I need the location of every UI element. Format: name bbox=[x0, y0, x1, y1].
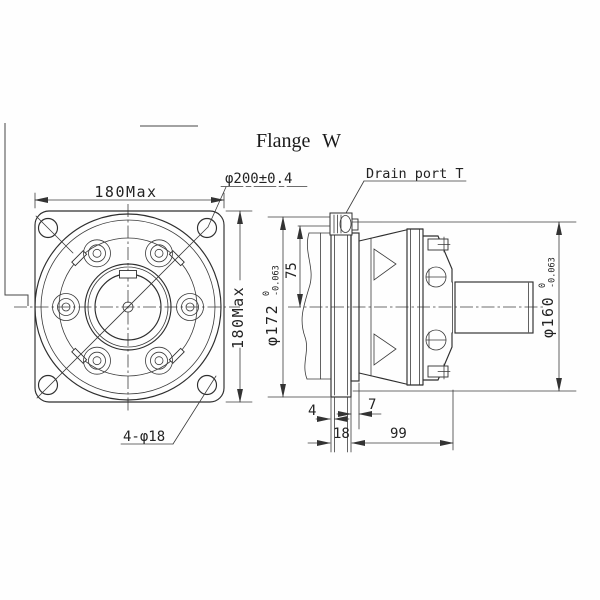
dim-width: 180Max bbox=[34, 183, 225, 209]
dim-4-label: 4 bbox=[308, 403, 316, 419]
dim-75-label: 75 bbox=[284, 262, 300, 279]
page-border-remnants bbox=[4, 123, 198, 306]
drawing-title: Flange W bbox=[256, 130, 341, 152]
front-view: 180Max φ200±0.4 180Max 4-φ18 bbox=[14, 171, 308, 445]
dim-spigot-length: 7 bbox=[336, 397, 382, 417]
dim-phi160-tol-upper: 0 bbox=[538, 283, 548, 288]
dim-height-label: 180Max bbox=[229, 286, 247, 349]
corner-mounting-holes bbox=[37, 217, 218, 396]
motor-body bbox=[358, 229, 407, 385]
flange-circles bbox=[34, 213, 222, 401]
dim-pilot-circle: φ200±0.4 bbox=[220, 171, 308, 187]
dim-99-label: 99 bbox=[390, 426, 407, 442]
cap-bolt-bottom bbox=[425, 329, 447, 351]
broken-mounting-plate bbox=[301, 232, 332, 380]
dim-body-dia: φ160 0 -0.063 bbox=[351, 221, 577, 392]
dim-width-label: 180Max bbox=[94, 183, 157, 201]
dim-length-chain: 18 99 bbox=[307, 426, 454, 446]
dim-gasket: 4 bbox=[308, 403, 350, 422]
dim-7-label: 7 bbox=[368, 397, 376, 413]
dim-phi160-tol-lower: -0.063 bbox=[548, 257, 558, 288]
dim-phi172-label: φ172 bbox=[263, 304, 281, 346]
drain-port-callout: Drain port T bbox=[345, 166, 467, 214]
dim-height: 180Max bbox=[225, 210, 253, 403]
dim-corner-holes: 4-φ18 bbox=[120, 429, 174, 445]
drain-port-label: Drain port T bbox=[366, 166, 464, 182]
keyway-notch bbox=[119, 270, 137, 279]
pilot-spigot bbox=[350, 232, 360, 382]
construction-lines bbox=[35, 186, 227, 445]
dim-holes-label: 4-φ18 bbox=[123, 429, 165, 445]
end-cap bbox=[422, 235, 453, 381]
dim-phi172-tol-lower: -0.063 bbox=[272, 265, 282, 296]
ring-band bbox=[406, 228, 424, 386]
cap-bolt-top bbox=[425, 266, 447, 288]
cover-bolts bbox=[52, 239, 204, 375]
dim-18-label: 18 bbox=[333, 426, 350, 442]
dim-drain-offset: 75 bbox=[284, 225, 331, 308]
dim-pilot-label: φ200±0.4 bbox=[225, 171, 292, 187]
dim-spigot-dia: φ172 0 -0.063 bbox=[262, 216, 331, 398]
drain-port-fitting bbox=[329, 212, 359, 236]
dim-phi172-tol-upper: 0 bbox=[262, 291, 272, 296]
side-view: Drain port T 75 φ172 0 -0.063 bbox=[262, 166, 577, 453]
output-shaft bbox=[452, 281, 534, 334]
dim-phi160-label: φ160 bbox=[539, 296, 557, 338]
